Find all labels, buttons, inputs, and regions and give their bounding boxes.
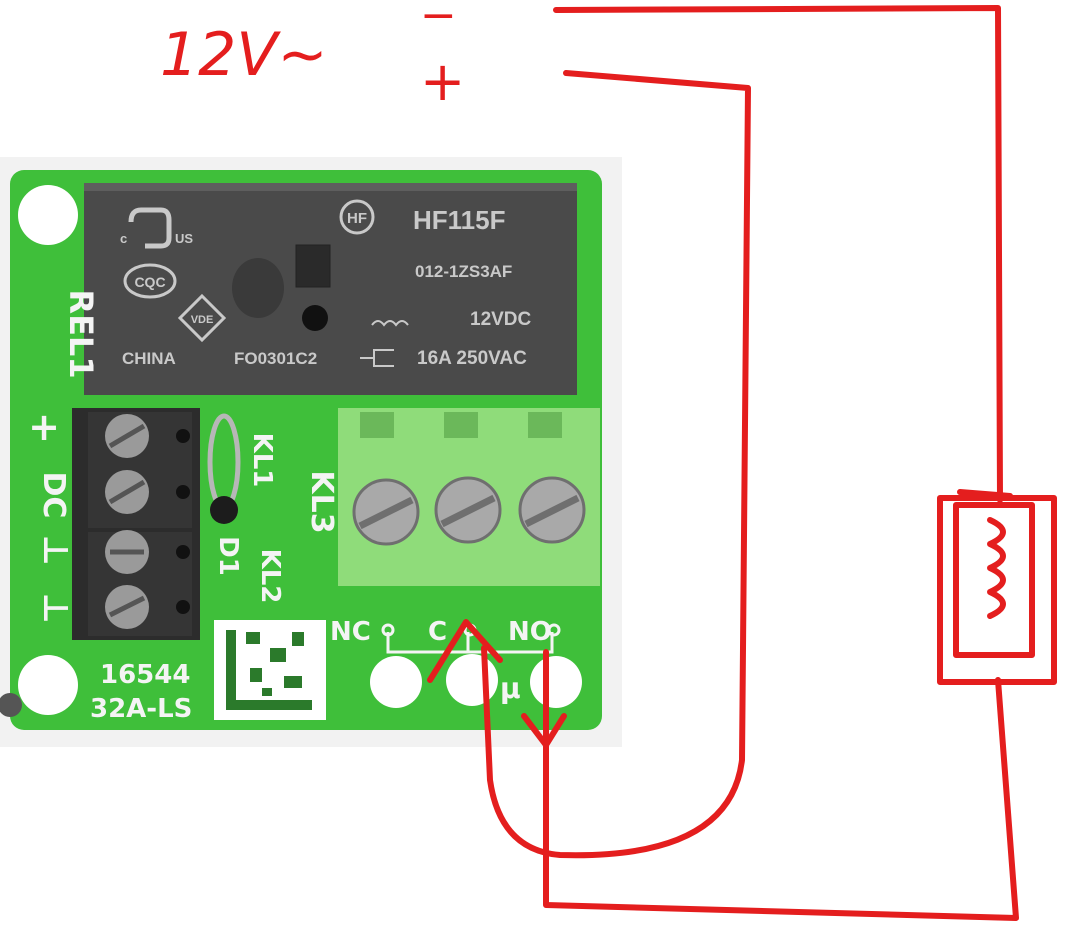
supply-minus-wire [553,5,1003,503]
label-d1: D1 [213,536,243,576]
coil-symbol-icon [371,320,409,327]
relay-part-number: 012-1ZS3AF [415,262,512,281]
supply-plus-wire [481,70,751,859]
supply-plus-sign: + [420,50,465,113]
relay: HF HF115F 012-1ZS3AF 12VDC 16A 250VAC CH… [84,183,577,395]
contact-symbol-icon [360,349,394,367]
hf-logo-icon [339,199,375,235]
label-kl2: KL2 [255,549,285,604]
label-nc: NC [330,617,371,647]
mounting-hole [530,656,582,708]
label-c: C [428,617,447,647]
load-return-wire [543,677,1019,921]
relay-vent [232,258,284,318]
label-ground-1: ⊥ [35,534,75,565]
label-kl3: KL3 [304,470,339,533]
supply-minus-sign: − [420,0,457,41]
mounting-hole [18,185,78,245]
diode-d1 [207,413,241,524]
label-board-id-1: 16544 [100,660,190,690]
common-arrow-icon [427,619,503,683]
relay-origin: CHINA [122,349,176,368]
label-board-id-2: 32A-LS [90,694,192,724]
relay-date-code: FO0301C2 [234,349,317,368]
label-kl1: KL1 [247,433,277,488]
label-power-plus: + [28,405,60,449]
label-rel1: REL1 [62,289,100,378]
load-coil-icon [937,489,1057,685]
mark-us: US [175,231,193,246]
label-dc: DC [36,472,71,519]
edge-screw [0,693,22,717]
relay-body [84,183,577,395]
cqc-mark-icon [123,263,177,299]
datamatrix-code [214,620,326,720]
relay-model: HF115F [413,205,506,235]
label-no: NO [508,617,552,647]
relay-brand: HF [347,210,367,227]
mounting-hole [446,654,498,706]
label-mu: μ [500,672,521,705]
relay-contact-rating: 16A 250VAC [417,348,527,369]
ul-mark-icon [128,207,172,249]
dc-terminal-block [72,408,200,640]
handwritten-wiring: 12V~ − + [160,0,1057,921]
kl3-terminal-block [338,408,600,586]
label-ground-2: ⊥ [35,592,75,623]
led-housing [295,244,331,288]
supply-voltage-label: 12V~ [160,20,328,90]
vde-mark-icon [177,293,227,343]
relay-coil-rating: 12VDC [470,309,532,330]
led [302,305,328,331]
mark-c: c [120,231,127,246]
mounting-hole [370,656,422,708]
mark-cqc: CQC [134,274,165,290]
mark-vde: VDE [191,314,214,326]
mounting-hole [18,655,78,715]
relay-board: HF HF115F 012-1ZS3AF 12VDC 16A 250VAC CH… [0,157,622,747]
